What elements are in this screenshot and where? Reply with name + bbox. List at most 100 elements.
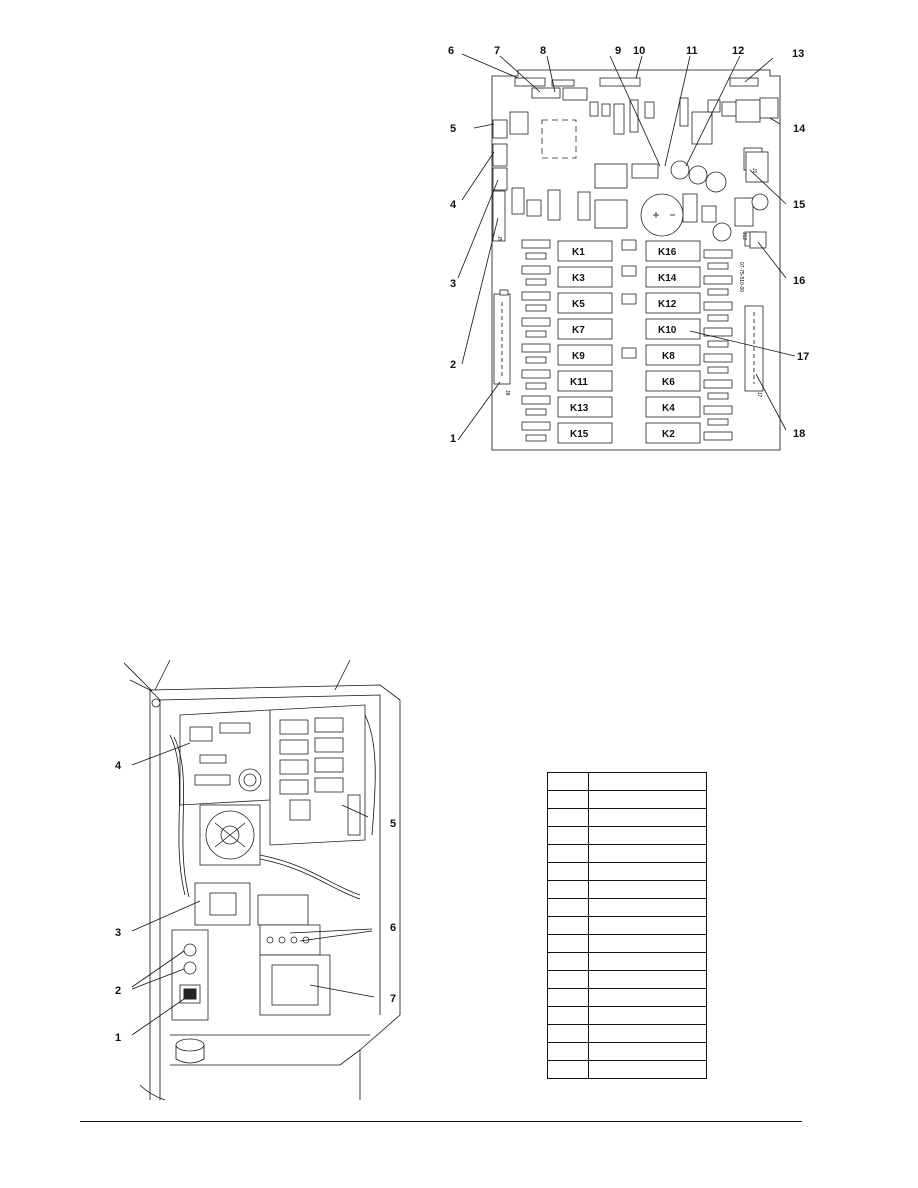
relay-k12 — [645, 292, 701, 314]
silkscreen-text: J8 J7 07-75-510-00 J12 J5 J1 — [496, 168, 762, 398]
relay-k14 — [645, 266, 701, 288]
legend-number-cell — [547, 1024, 589, 1043]
legend-number-cell — [547, 934, 589, 953]
relay-k3 — [557, 266, 613, 288]
legend-number-cell — [547, 862, 589, 881]
relay-driver-components — [521, 239, 733, 442]
switch-panel — [171, 929, 209, 1021]
callout-17: 17 — [797, 351, 809, 363]
relay-label-k11: K11 — [570, 377, 588, 388]
legend-row — [547, 952, 707, 971]
callout-1: 1 — [450, 433, 456, 445]
buzzer — [175, 1038, 205, 1064]
legend-row — [547, 826, 707, 845]
legend-number-cell — [547, 772, 589, 791]
relay-k11 — [557, 370, 613, 392]
legend-number-cell — [547, 916, 589, 935]
legend-number-cell — [547, 826, 589, 845]
relay-label-k4: K4 — [662, 403, 675, 414]
relay-label-k13: K13 — [570, 403, 589, 414]
legend-table-body — [547, 772, 707, 1079]
legend-number-cell — [547, 1042, 589, 1061]
cabinet-callout-5: 5 — [390, 818, 396, 830]
legend-row — [547, 934, 707, 953]
control-board — [179, 709, 271, 806]
legend-description-cell — [588, 916, 707, 935]
legend-description-cell — [588, 880, 707, 899]
legend-description-cell — [588, 826, 707, 845]
callout-3: 3 — [450, 278, 456, 290]
legend-description-cell — [588, 772, 707, 791]
pcb-outline — [491, 69, 781, 451]
callout-11: 11 — [686, 45, 698, 57]
legend-description-cell — [588, 1006, 707, 1025]
cabinet-callouts: 4 5 3 6 2 7 1 — [115, 760, 396, 1044]
cabinet-callout-3: 3 — [115, 927, 121, 939]
board-callouts: 6 7 8 9 10 11 12 13 5 14 4 15 3 16 2 17 … — [448, 45, 809, 445]
legend-number-cell — [547, 1060, 589, 1079]
callout-12: 12 — [732, 45, 744, 57]
legend-row — [547, 862, 707, 881]
silk-part-number: 07-75-510-00 — [738, 262, 744, 292]
silk-j5: J5 — [496, 236, 502, 242]
relay-k16 — [645, 240, 701, 262]
legend-number-cell — [547, 970, 589, 989]
relay-label-k15: K15 — [570, 429, 589, 440]
callout-7: 7 — [494, 45, 500, 57]
silk-j7: J7 — [756, 392, 762, 398]
footer-rule — [80, 1121, 802, 1122]
legend-number-cell — [547, 988, 589, 1007]
left-connectors — [492, 119, 511, 385]
relay-k5 — [557, 292, 613, 314]
relay-k7 — [557, 318, 613, 340]
callout-6: 6 — [448, 45, 454, 57]
relays-right-column: K16 K14 K12 K10 K8 K6 K4 K2 — [645, 240, 701, 444]
relay-label-k6: K6 — [662, 377, 675, 388]
relay-k2 — [645, 422, 701, 444]
callout-2: 2 — [450, 359, 456, 371]
pcb-layout-figure: K1 K3 K5 K7 K9 K11 K13 K15 K16 K14 K12 K… — [448, 45, 809, 451]
relay-k6 — [645, 370, 701, 392]
legend-description-cell — [588, 952, 707, 971]
right-connectors — [744, 97, 779, 392]
relay-label-k12: K12 — [658, 299, 677, 310]
cabinet-callout-2: 2 — [115, 985, 121, 997]
callout-14: 14 — [793, 123, 806, 135]
legend-row — [547, 772, 707, 791]
relay-label-k5: K5 — [572, 299, 585, 310]
cabinet-leaders — [131, 742, 375, 1036]
cabinet-callout-4: 4 — [115, 760, 122, 772]
legend-row — [547, 1006, 707, 1025]
relay-label-k10: K10 — [658, 325, 677, 336]
callout-15: 15 — [793, 199, 805, 211]
callout-5: 5 — [450, 123, 456, 135]
legend-row — [547, 1060, 707, 1079]
relay-k10 — [645, 318, 701, 340]
callout-18: 18 — [793, 428, 805, 440]
relay-label-k3: K3 — [572, 273, 585, 284]
silk-j1: J1 — [751, 168, 757, 174]
legend-description-cell — [588, 934, 707, 953]
legend-description-cell — [588, 1042, 707, 1061]
cabinet-callout-6: 6 — [390, 922, 396, 934]
callout-9: 9 — [615, 45, 621, 57]
legend-number-cell — [547, 898, 589, 917]
relay-k15 — [557, 422, 613, 444]
cabinet-callout-7: 7 — [390, 993, 396, 1005]
cabinet-housing — [123, 659, 401, 1101]
legend-description-cell — [588, 1024, 707, 1043]
relay-k8 — [645, 344, 701, 366]
cabinet-callout-1: 1 — [115, 1032, 121, 1044]
relay-label-k7: K7 — [572, 325, 585, 336]
relays-left-column: K1 K3 K5 K7 K9 K11 K13 K15 — [557, 240, 613, 444]
relay-label-k16: K16 — [658, 247, 677, 258]
contactors — [257, 894, 321, 956]
legend-number-cell — [547, 844, 589, 863]
legend-description-cell — [588, 808, 707, 827]
legend-row — [547, 808, 707, 827]
cabinet-interior-figure: 4 5 3 6 2 7 1 — [115, 659, 401, 1101]
legend-row — [547, 1024, 707, 1043]
legend-row — [547, 898, 707, 917]
relay-label-k8: K8 — [662, 351, 675, 362]
legend-row — [547, 844, 707, 863]
